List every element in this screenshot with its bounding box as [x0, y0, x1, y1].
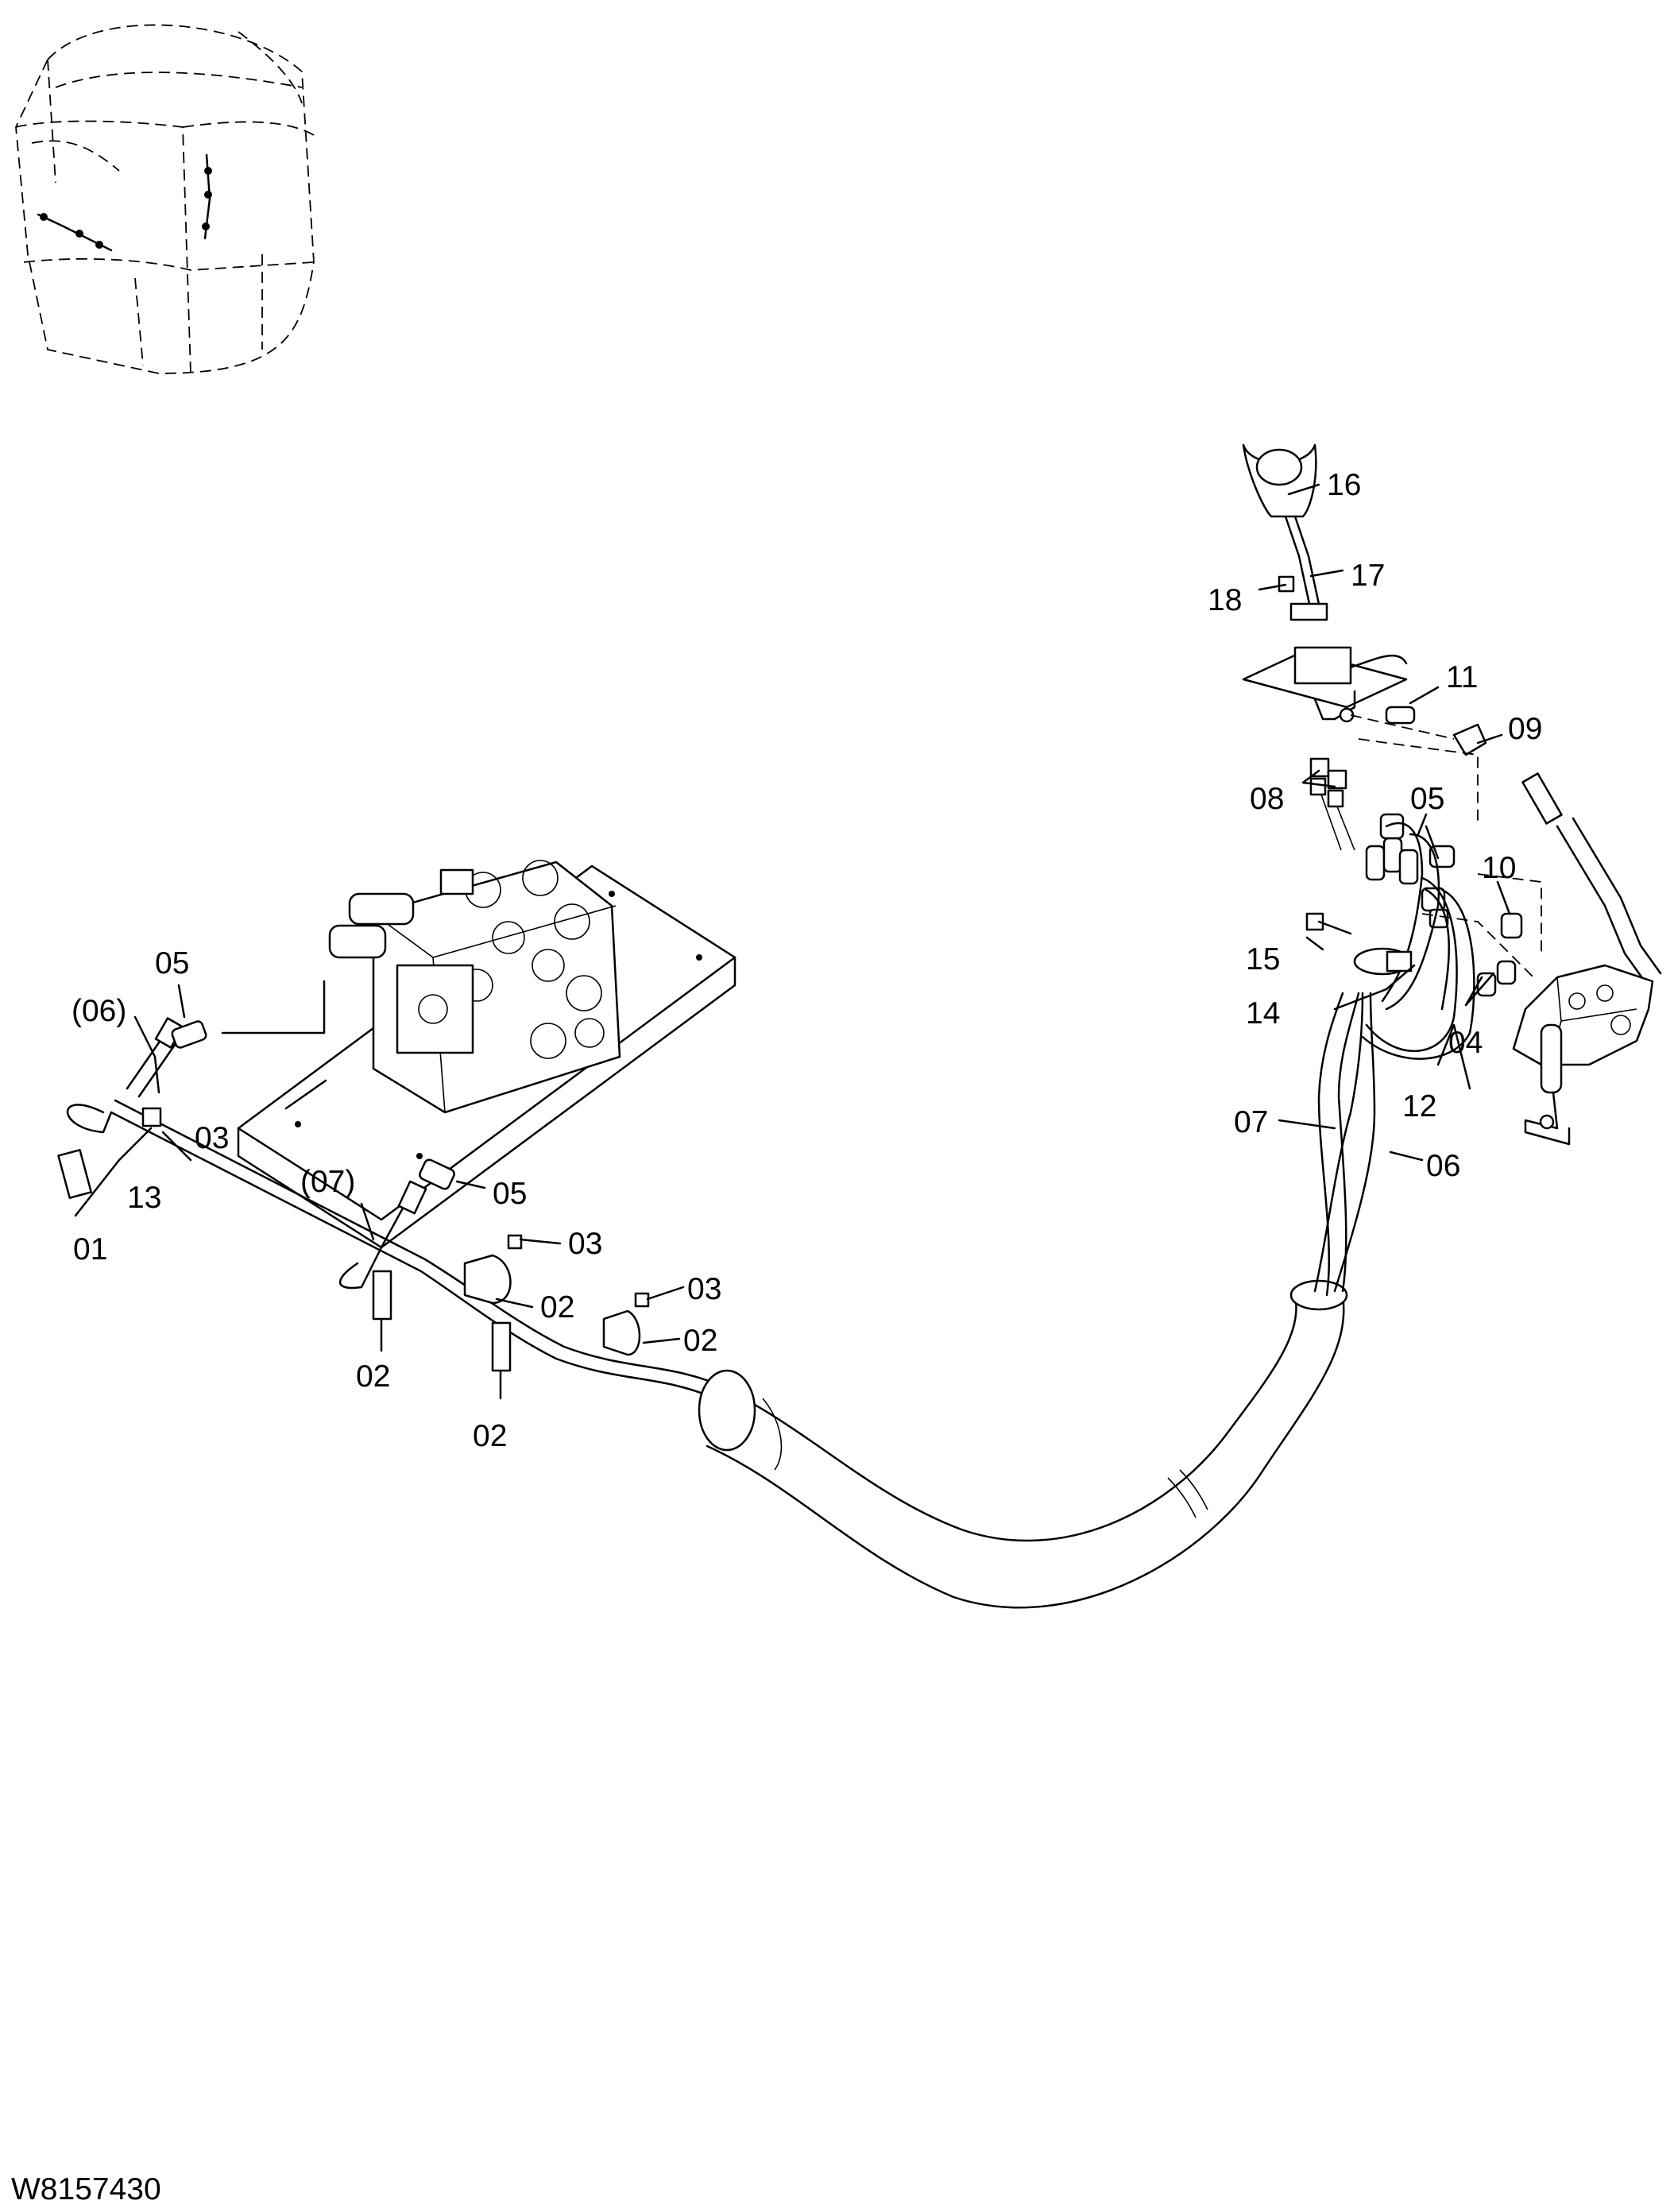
- drawing-number: W8157430: [11, 2172, 161, 2206]
- callout-05-mid: 05: [493, 1177, 527, 1211]
- callout-05-left: 05: [155, 946, 189, 980]
- callout-13: 13: [127, 1181, 161, 1215]
- leader-lines: [74, 483, 1511, 1400]
- callout-14: 14: [1246, 996, 1280, 1031]
- callout-11: 11: [1446, 660, 1479, 694]
- pilot-valve-assembly: [1242, 443, 1662, 1146]
- callout-07-paren: (07): [300, 1165, 355, 1199]
- callout-06-paren: (06): [72, 994, 126, 1028]
- control-valve-assembly: [221, 860, 736, 1249]
- left-hose-ends: [57, 1017, 650, 1372]
- callout-17: 17: [1351, 559, 1385, 593]
- callout-01: 01: [73, 1232, 107, 1266]
- callout-10: 10: [1482, 851, 1516, 885]
- callout-15: 15: [1246, 942, 1280, 976]
- callout-labels: 16 17 18 11 09 08 05 10 15 14 04 12 07 0…: [72, 468, 1542, 1453]
- callout-03-b: 03: [568, 1227, 602, 1261]
- cab-location-thumbnail: [15, 24, 315, 374]
- callout-03-a: 03: [195, 1121, 229, 1155]
- callout-02-c: 02: [356, 1359, 390, 1394]
- callout-18: 18: [1208, 583, 1242, 617]
- callout-05-right: 05: [1410, 782, 1444, 816]
- callout-02-a: 02: [540, 1290, 574, 1324]
- callout-06: 06: [1426, 1149, 1460, 1183]
- callout-09: 09: [1508, 712, 1542, 746]
- callout-02-d: 02: [473, 1419, 507, 1453]
- callout-04: 04: [1448, 1026, 1483, 1060]
- main-hose-bundle: [110, 992, 1376, 1609]
- callout-16: 16: [1327, 468, 1361, 502]
- callout-12: 12: [1402, 1089, 1436, 1123]
- callout-03-c: 03: [687, 1272, 721, 1306]
- callout-07: 07: [1234, 1105, 1268, 1139]
- callout-02-b: 02: [683, 1324, 717, 1358]
- callout-08: 08: [1250, 782, 1284, 816]
